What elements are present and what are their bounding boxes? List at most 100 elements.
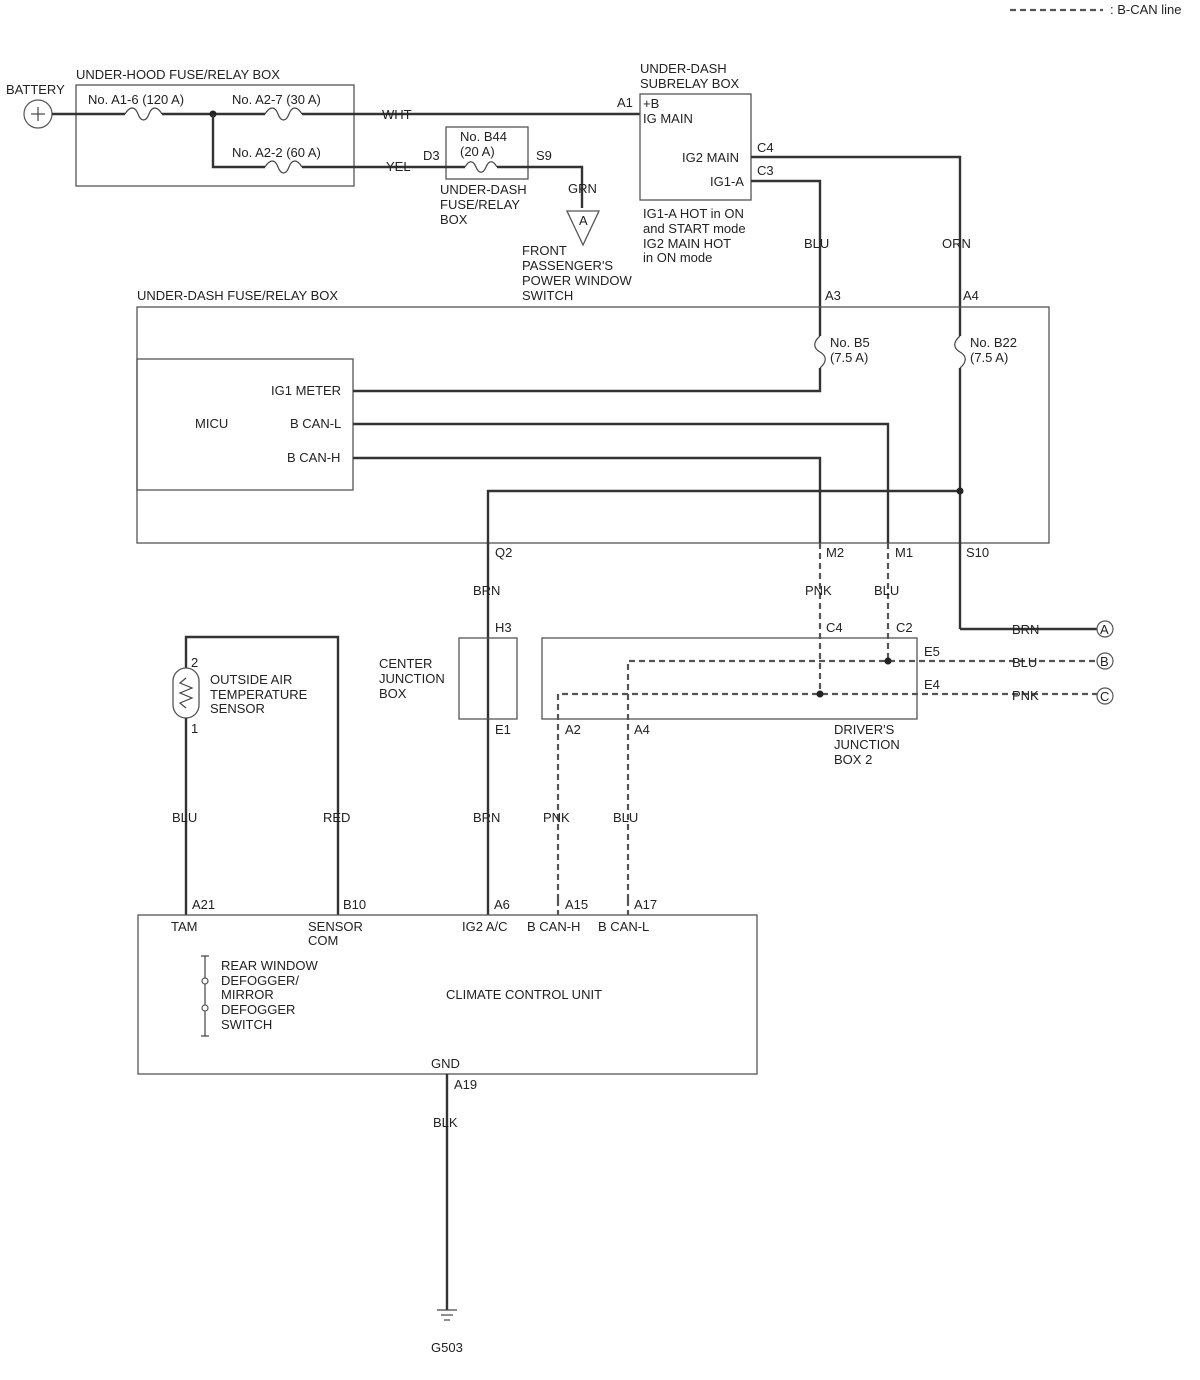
wire-label-wht: WHT (382, 107, 412, 122)
wire-label-red: RED (323, 810, 350, 825)
pin-e4: E4 (924, 677, 940, 692)
wire-ig1-meter (353, 368, 822, 393)
pin-a19: A19 (454, 1077, 477, 1092)
pin-a21: A21 (192, 897, 215, 912)
underdash-fuse-box: UNDER-DASH FUSE/RELAY BOX A3 A4 No. B5 (… (136, 288, 1050, 544)
subrelay-note-1: IG1-A HOT in ON (643, 206, 744, 221)
wire-label-blu-a3: BLU (804, 236, 829, 251)
subrelay-b-label: +B (643, 96, 659, 111)
wire-label-pnk-c: PNK (1012, 688, 1039, 703)
legend: : B-CAN line (1010, 2, 1182, 17)
b44-box-label-3: BOX (440, 212, 468, 227)
oats-label-1: OUTSIDE AIR (210, 672, 292, 687)
thermistor-icon (172, 667, 200, 719)
pin-a4-underdash: A4 (963, 288, 979, 303)
splice-e5 (884, 657, 892, 665)
fps-label-1: FRONT (522, 243, 567, 258)
pin-2: 2 (191, 655, 198, 670)
wire-label-brn-q2: BRN (473, 583, 500, 598)
defog-label-5: SWITCH (221, 1017, 272, 1032)
pin-c4-subrelay: C4 (757, 140, 774, 155)
fuse-a2-7-label: No. A2-7 (30 A) (232, 92, 321, 107)
wire-label-blu-tam: BLU (172, 810, 197, 825)
wire-red-loop (184, 635, 340, 915)
connector-a-triangle-icon (565, 210, 601, 247)
subrelay-label-2: SUBRELAY BOX (640, 76, 740, 91)
fuse-b44-label-2: (20 A) (460, 144, 495, 159)
subrelay-igmain-label: IG MAIN (643, 111, 693, 126)
micu-bcan-h-label: B CAN-H (287, 450, 340, 465)
subrelay-ig2main-label: IG2 MAIN (682, 150, 739, 165)
underdash-b44-box: No. B44 (20 A) D3 S9 UNDER-DASH FUSE/REL… (420, 126, 632, 303)
pin-m1: M1 (895, 545, 913, 560)
ccu-label: CLIMATE CONTROL UNIT (446, 987, 602, 1002)
wire-can-h-route (556, 692, 1097, 900)
splice-s10 (956, 487, 964, 495)
connector-c-label: C (1100, 689, 1109, 704)
cjb-label-3: BOX (379, 686, 407, 701)
subrelay-box-outline (639, 93, 752, 201)
fuse-a1-6-icon (124, 107, 163, 121)
fuse-b44-icon (464, 161, 498, 173)
wire-label-orn: ORN (942, 236, 971, 251)
djb-label-1: DRIVER'S (834, 722, 895, 737)
pin-s10: S10 (966, 545, 989, 560)
defog-label-1: REAR WINDOW (221, 958, 319, 973)
underhood-box-outline (75, 84, 355, 187)
thermistor-zigzag-icon (178, 677, 194, 709)
pin-1: 1 (191, 721, 198, 736)
underhood-box-label: UNDER-HOOD FUSE/RELAY BOX (76, 67, 280, 82)
fuse-a2-7-icon (264, 107, 303, 121)
connector-c-icon (1096, 687, 1114, 705)
battery-label: BATTERY (6, 82, 65, 97)
wire-orn (751, 155, 962, 336)
wire-label-grn: GRN (568, 181, 597, 196)
fuse-b5-label-2: (7.5 A) (830, 350, 868, 365)
pin-c4-djb: C4 (826, 620, 843, 635)
ccu-tam-label: TAM (171, 919, 197, 934)
djb-outline (541, 637, 918, 720)
fuse-b5-icon (814, 335, 826, 369)
defog-label-2: DEFOGGER/ (221, 973, 299, 988)
subrelay-note-3: IG2 MAIN HOT (643, 236, 731, 251)
wire-label-blu-b: BLU (1012, 655, 1037, 670)
pin-a1: A1 (617, 95, 633, 110)
wire-bcan-h-internal (353, 456, 822, 543)
pin-m2: M2 (826, 545, 844, 560)
defog-label-4: DEFOGGER (221, 1002, 295, 1017)
connector-c: C (1096, 687, 1114, 705)
micu-label: MICU (195, 416, 228, 431)
ccu-bcan-h-label: B CAN-H (527, 919, 580, 934)
ccu-ig2ac-label: IG2 A/C (462, 919, 508, 934)
cjb-label-1: CENTER (379, 656, 432, 671)
fuse-b22-label-2: (7.5 A) (970, 350, 1008, 365)
fps-label-4: SWITCH (522, 288, 573, 303)
ground-label: G503 (431, 1340, 463, 1355)
legend-label: : B-CAN line (1110, 2, 1182, 17)
djb-label-2: JUNCTION (834, 737, 900, 752)
pin-q2: Q2 (495, 545, 512, 560)
connector-a: A (1096, 620, 1114, 638)
wire-label-brn-a: BRN (1012, 622, 1039, 637)
pin-s9: S9 (536, 148, 552, 163)
pin-c2-djb: C2 (896, 620, 913, 635)
pin-h3: H3 (495, 620, 512, 635)
subrelay-ig1a-label: IG1-A (710, 174, 744, 189)
pin-a3: A3 (825, 288, 841, 303)
outside-air-temp-sensor: 2 1 OUTSIDE AIR TEMPERATURE SENSOR (172, 635, 340, 915)
wire-can-l-route (626, 659, 1097, 900)
connector-b-icon (1096, 652, 1114, 670)
oats-label-2: TEMPERATURE (210, 687, 308, 702)
ccu-gnd-label: GND (431, 1056, 460, 1071)
pin-b10: B10 (343, 897, 366, 912)
connector-a-icon (1096, 620, 1114, 638)
pin-e5: E5 (924, 644, 940, 659)
subrelay-note-4: in ON mode (643, 250, 712, 265)
cjb-outline (458, 637, 518, 720)
ccu-sensor-label-2: COM (308, 933, 338, 948)
wire-label-blu-m1: BLU (874, 583, 899, 598)
wire-label-yel: YEL (386, 159, 411, 174)
b44-box-outline (445, 126, 529, 180)
wire-label-brn-a6: BRN (473, 810, 500, 825)
